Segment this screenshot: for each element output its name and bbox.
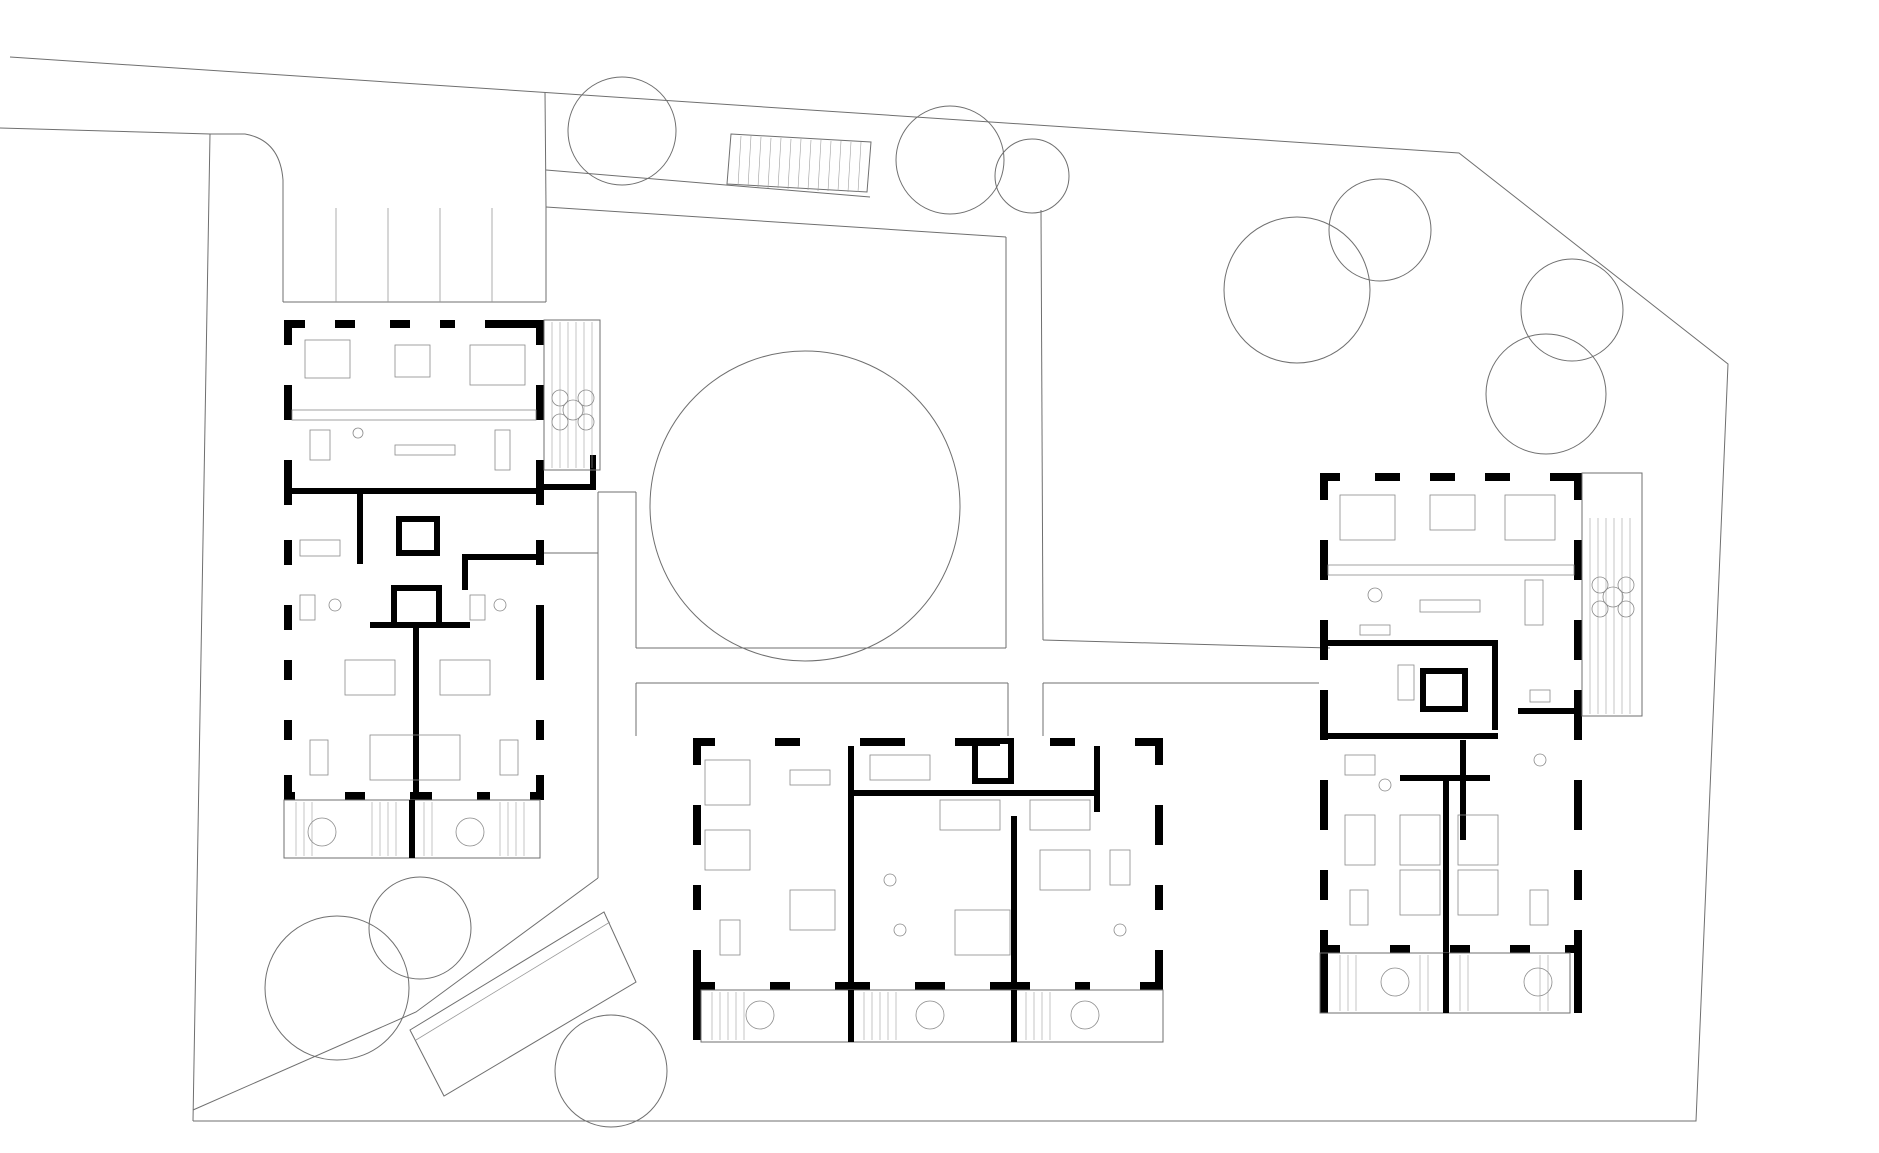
building-east <box>1319 472 1643 1014</box>
building-west <box>283 319 601 859</box>
trees <box>264 76 1624 1128</box>
circular-lawn <box>649 350 961 662</box>
site-boundary <box>0 56 1729 1122</box>
top-steps <box>726 133 872 193</box>
paths <box>192 91 1331 1111</box>
building-south <box>692 737 1164 1043</box>
parking-bays <box>335 208 493 302</box>
ramp <box>409 911 637 1097</box>
